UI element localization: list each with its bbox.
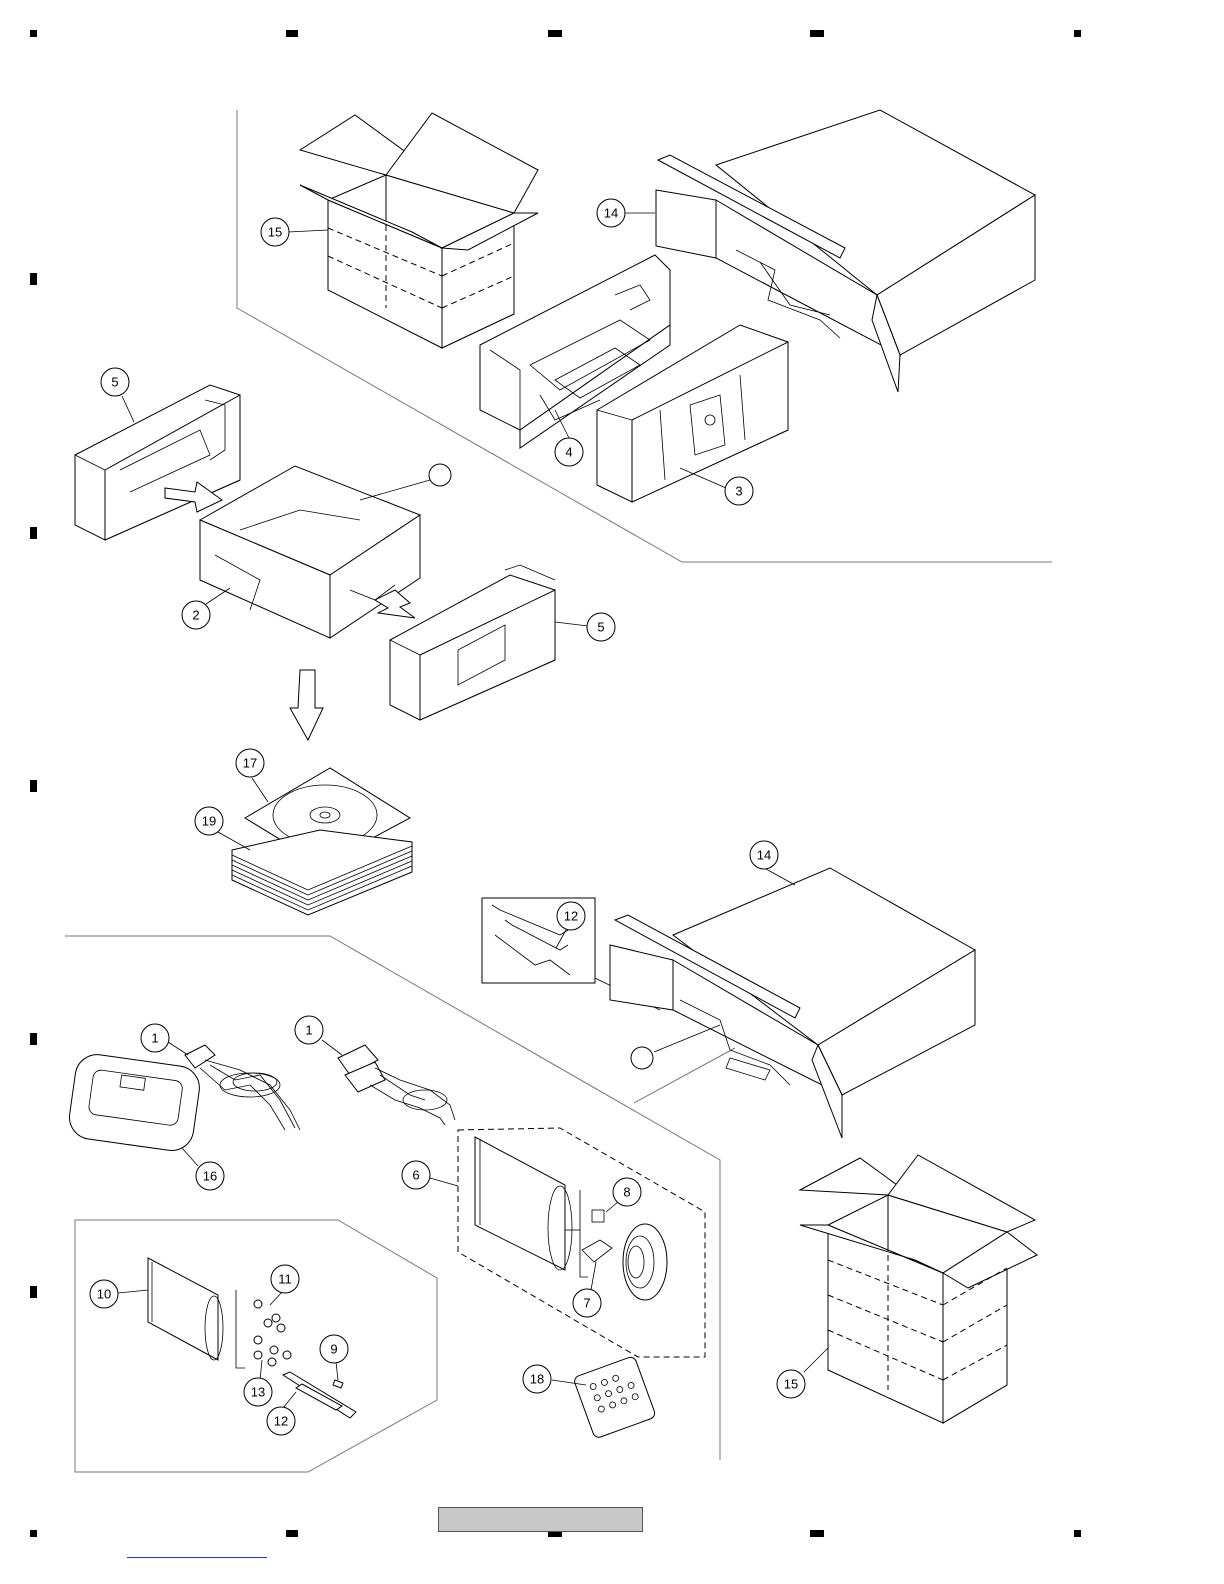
group-6 bbox=[458, 1128, 705, 1357]
callout-1-left: 1 bbox=[141, 1024, 169, 1052]
callout-3: 3 bbox=[725, 477, 753, 505]
case-16 bbox=[67, 1052, 203, 1154]
arrow-down bbox=[290, 670, 323, 740]
callout-11: 11 bbox=[271, 1265, 299, 1293]
callout-8: 8 bbox=[613, 1178, 641, 1206]
callout-12-inset: 12 bbox=[557, 902, 585, 930]
callout-15-top: 15 bbox=[261, 218, 289, 246]
cable-1-right bbox=[338, 1045, 455, 1125]
svg-text:1: 1 bbox=[151, 1031, 158, 1046]
svg-text:14: 14 bbox=[757, 848, 771, 863]
page-number-tab bbox=[438, 1507, 643, 1532]
svg-text:8: 8 bbox=[623, 1185, 630, 1200]
svg-text:1: 1 bbox=[305, 1023, 312, 1038]
svg-text:7: 7 bbox=[583, 1296, 590, 1311]
svg-text:9: 9 bbox=[330, 1342, 337, 1357]
callout-16: 16 bbox=[196, 1162, 224, 1190]
callout-2: 2 bbox=[182, 601, 210, 629]
callout-7: 7 bbox=[573, 1289, 601, 1317]
callout-13: 13 bbox=[244, 1378, 272, 1406]
svg-text:13: 13 bbox=[251, 1385, 265, 1400]
svg-text:15: 15 bbox=[784, 1377, 798, 1392]
callout-4: 4 bbox=[555, 438, 583, 466]
cushion-5-right bbox=[390, 565, 555, 720]
svg-text:15: 15 bbox=[268, 225, 282, 240]
reference-ball-middle bbox=[631, 1025, 720, 1069]
accessory-group bbox=[75, 1220, 437, 1472]
callout-6: 6 bbox=[402, 1161, 430, 1189]
callout-18: 18 bbox=[523, 1365, 551, 1393]
svg-text:11: 11 bbox=[278, 1272, 292, 1287]
inner-carton-middle bbox=[610, 868, 975, 1138]
svg-text:10: 10 bbox=[97, 1287, 111, 1302]
callout-15-bottom: 15 bbox=[777, 1370, 805, 1398]
callout-5-right: 5 bbox=[587, 613, 615, 641]
svg-text:5: 5 bbox=[597, 620, 604, 635]
svg-text:6: 6 bbox=[412, 1168, 419, 1183]
svg-text:12: 12 bbox=[274, 1414, 288, 1429]
svg-text:14: 14 bbox=[604, 206, 618, 221]
carton-top bbox=[300, 113, 538, 348]
svg-text:17: 17 bbox=[243, 756, 257, 771]
callout-10: 10 bbox=[90, 1280, 118, 1308]
callout-19: 19 bbox=[195, 807, 223, 835]
svg-text:19: 19 bbox=[202, 814, 216, 829]
svg-text:18: 18 bbox=[530, 1372, 544, 1387]
svg-text:4: 4 bbox=[565, 445, 572, 460]
svg-text:5: 5 bbox=[111, 375, 118, 390]
booklets-19 bbox=[232, 830, 412, 915]
bottom-link-underline[interactable] bbox=[127, 1557, 267, 1558]
callout-14-middle: 14 bbox=[750, 841, 778, 869]
callout-14-top: 14 bbox=[597, 199, 625, 227]
callout-17: 17 bbox=[236, 749, 264, 777]
callout-12-bottom: 12 bbox=[267, 1407, 295, 1435]
remote-18 bbox=[573, 1356, 656, 1439]
callout-9: 9 bbox=[320, 1335, 348, 1363]
carton-bottom bbox=[800, 1155, 1037, 1423]
cable-1-left bbox=[185, 1045, 300, 1130]
callout-5-left: 5 bbox=[101, 368, 129, 396]
svg-text:2: 2 bbox=[192, 608, 199, 623]
reference-ball-top bbox=[360, 464, 451, 500]
svg-text:3: 3 bbox=[735, 484, 742, 499]
svg-text:12: 12 bbox=[564, 909, 578, 924]
callout-1-right: 1 bbox=[295, 1016, 323, 1044]
svg-text:16: 16 bbox=[203, 1169, 217, 1184]
